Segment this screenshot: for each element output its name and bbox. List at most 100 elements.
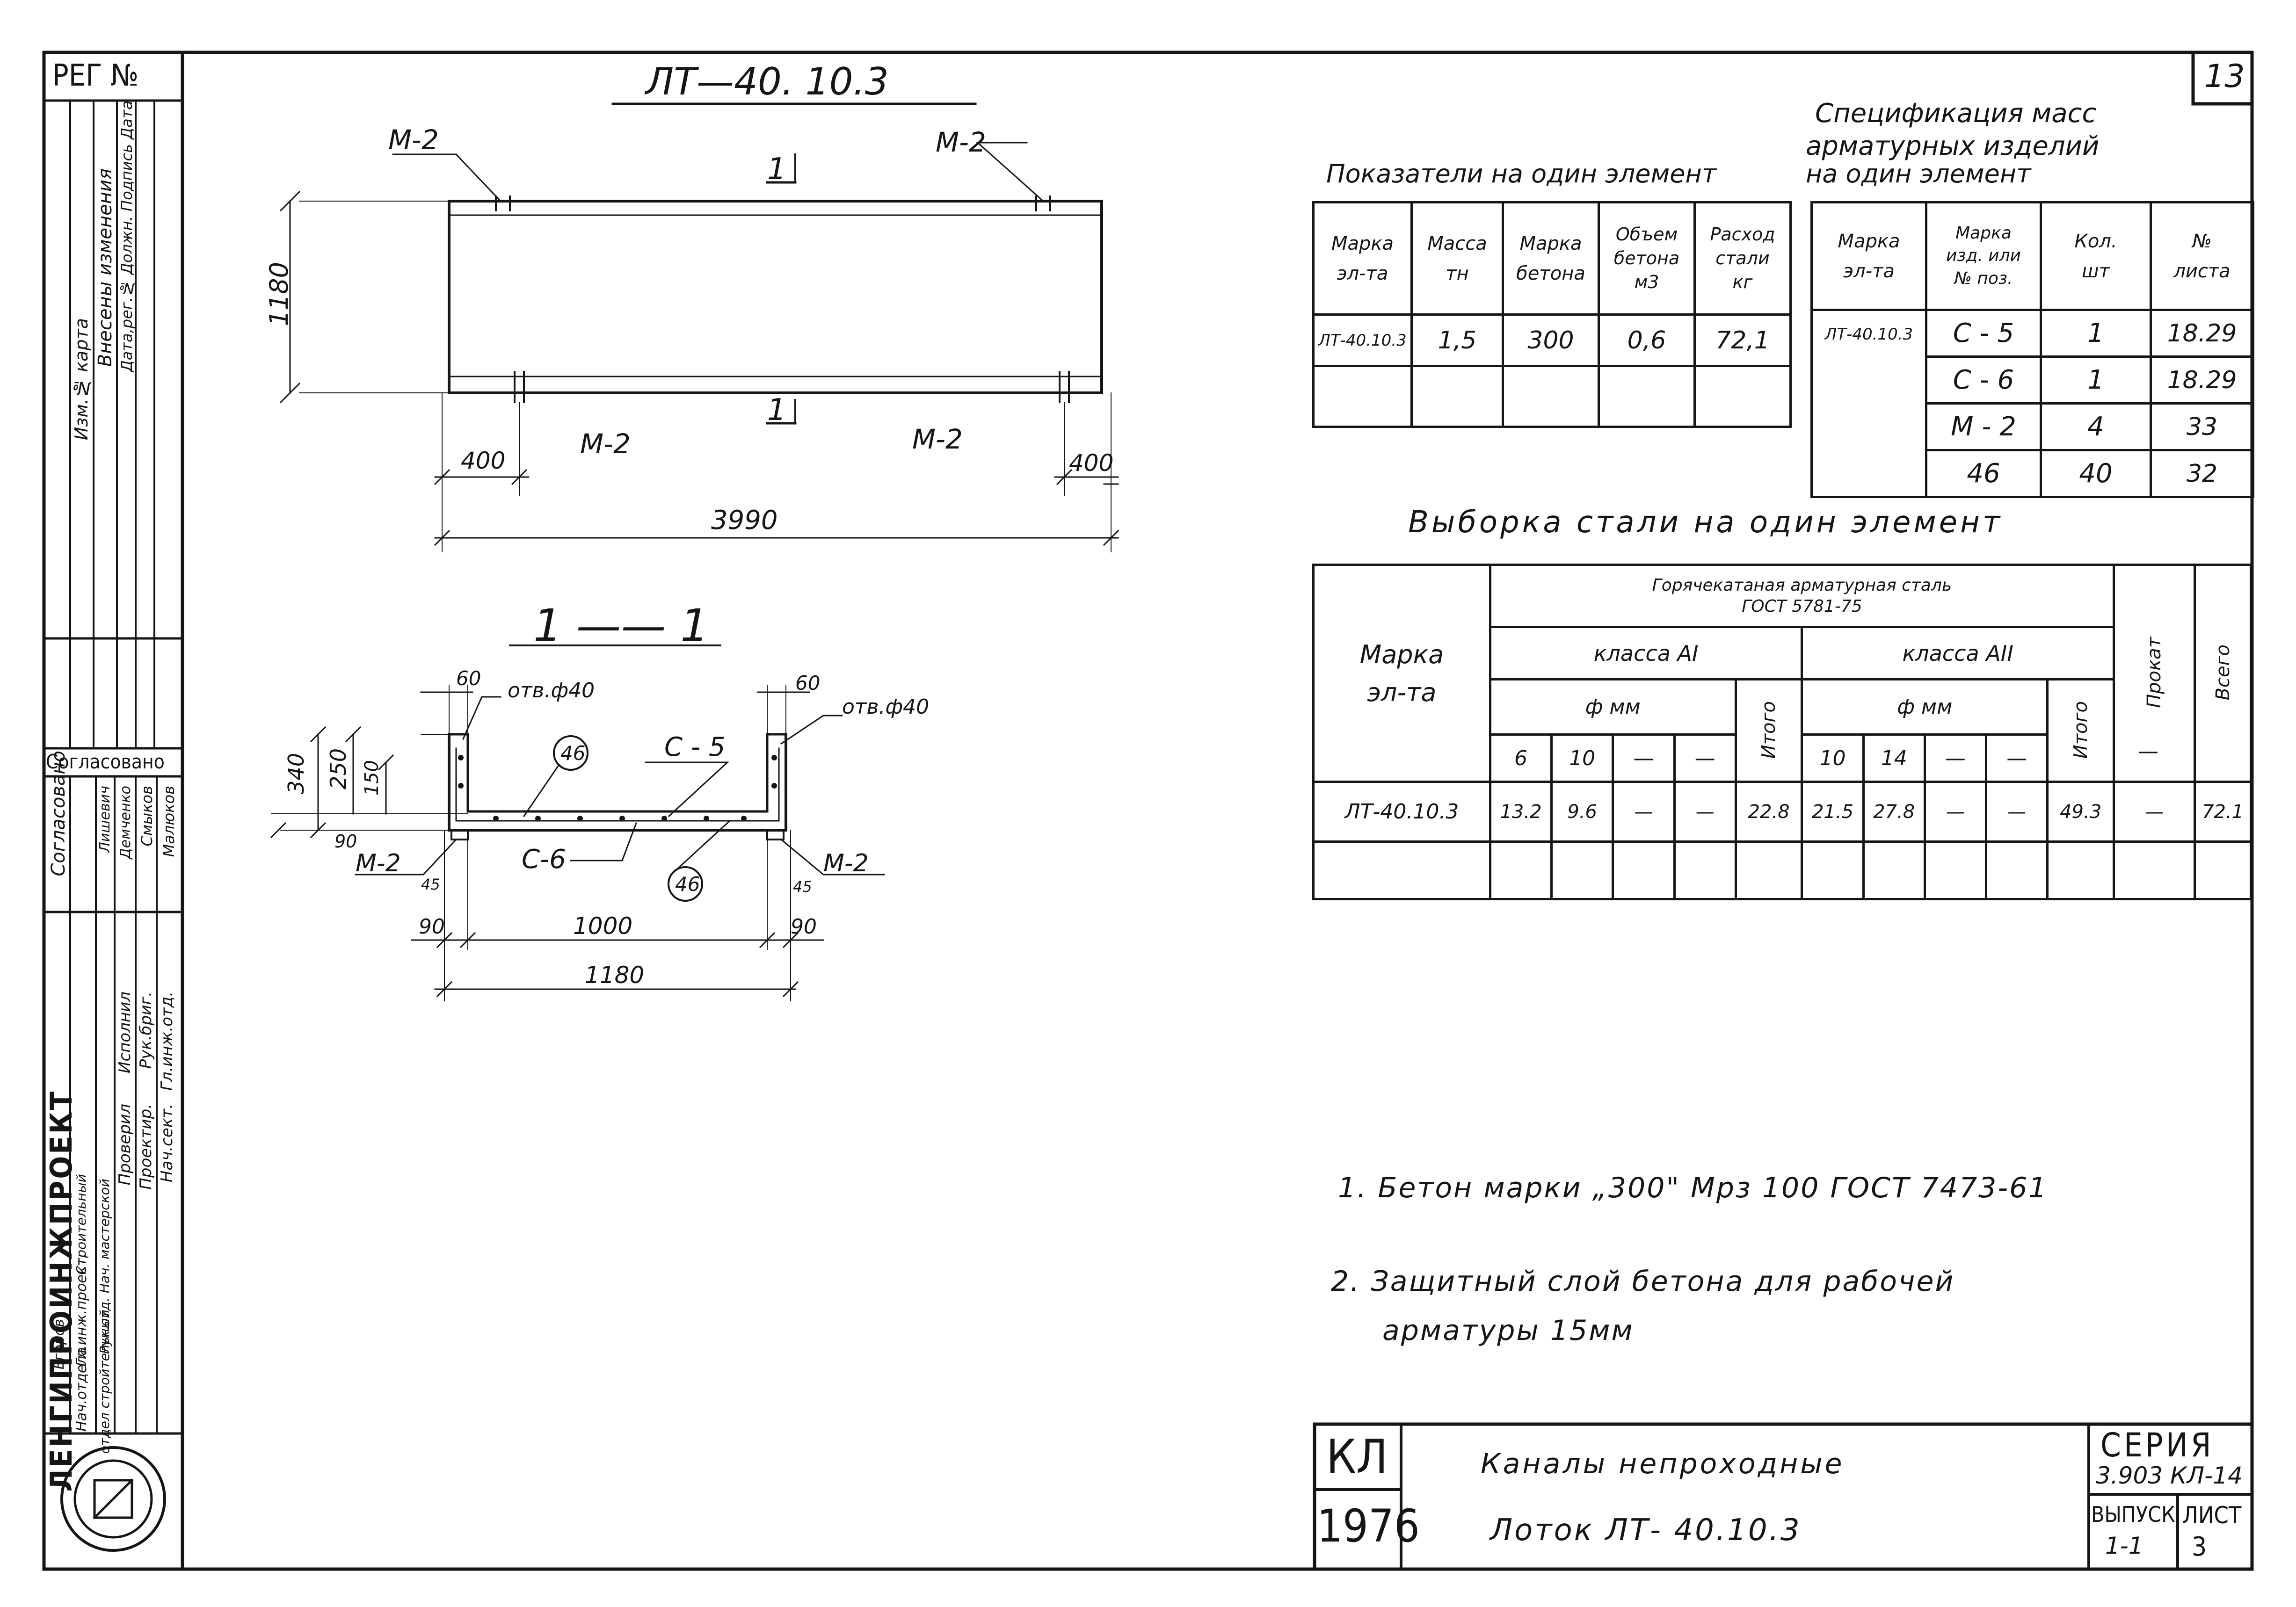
- sec-dim-1000: 1000: [573, 912, 633, 940]
- sel-row-c1b: 9.6: [1550, 781, 1614, 843]
- plan-dim-right: 400: [1069, 449, 1114, 477]
- sel-dia2-a: 10: [1801, 733, 1865, 783]
- note-1: 1. Бетон марки „300" Мрз 100 ГОСТ 7473-6…: [1338, 1172, 2048, 1204]
- plan-bottom-mark-left: М-2: [580, 428, 631, 460]
- plan-outline: [448, 200, 1103, 394]
- plan-dim-total: 3990: [711, 505, 778, 536]
- sel-row-c2d: —: [1985, 781, 2049, 843]
- tag-46-top: [553, 735, 589, 771]
- section-mark-top: 1: [767, 152, 786, 187]
- ind-cell-mark: ЛТ-40.10.3: [1312, 313, 1413, 367]
- sel-dia1-a: 6: [1489, 733, 1553, 783]
- name-5: Строительный: [73, 1174, 89, 1275]
- spec-row-3-qty: 4: [2040, 402, 2152, 451]
- changes-label-2: Внесены изменения: [94, 168, 116, 367]
- stamp-name-2: Лоток ЛТ- 40.10.3: [1490, 1513, 1802, 1548]
- name-3: Демченко: [117, 786, 134, 859]
- name-4: Лишевич: [97, 786, 113, 853]
- spec-row-3-sheet: 33: [2150, 402, 2254, 451]
- sheet-number: 13: [2204, 58, 2245, 95]
- sec-mark-m2-right: М-2: [823, 849, 869, 877]
- note-2a: 2. Защитный слой бетона для рабочей: [1331, 1265, 1955, 1298]
- sel-row-prokat: —: [2112, 781, 2196, 843]
- sel-head-itogo2: Итого: [2046, 678, 2115, 783]
- changes-label-1: Изм.№ карта: [71, 318, 92, 441]
- ind-cell-steel: 72,1: [1693, 313, 1792, 367]
- sec-dim-60-left: 60: [456, 667, 481, 690]
- sel-head-class2: класса АII: [1801, 626, 2115, 681]
- sec-dim-250: 250: [326, 748, 351, 789]
- sec-dim-60-right: 60: [795, 672, 821, 695]
- sec-tag-46-top: 46: [560, 742, 586, 765]
- sel-dia2-d: —: [1985, 733, 2049, 783]
- stamp-sheet-label: ЛИСТ: [2182, 1502, 2242, 1529]
- sel-dia1-d: —: [1673, 733, 1737, 783]
- stamp-series: 3.903 КЛ-14: [2096, 1462, 2243, 1489]
- sel-head-dia2: ф мм: [1801, 678, 2049, 736]
- spec-title-1: Спецификация масс: [1815, 98, 2097, 129]
- reg-number-label: РЕГ №: [52, 58, 139, 93]
- spec-cell-element: ЛТ-40.10.3: [1810, 309, 1927, 498]
- role-4: Проектир.: [137, 1104, 155, 1190]
- plan-title: ЛТ—40. 10.3: [646, 60, 889, 103]
- plan-mark-left: М-2: [388, 124, 439, 156]
- sec-hole-left: отв.ф40: [508, 679, 595, 702]
- spec-row-4-sheet: 32: [2150, 449, 2254, 498]
- name-6: Егоров: [51, 1319, 67, 1370]
- sel-head-dia1: ф мм: [1489, 678, 1737, 736]
- plan-bottom-mark-right: М-2: [912, 423, 963, 455]
- sel-prokat-dash: —: [2138, 739, 2158, 763]
- stamp-name-1: Каналы непроходные: [1481, 1448, 1845, 1480]
- sel-dia1-c: —: [1612, 733, 1676, 783]
- emblem-outer: [60, 1446, 166, 1552]
- sel-head-vsego: Всего: [2194, 563, 2252, 783]
- spec-row-4-qty: 40: [2040, 449, 2152, 498]
- sel-row-c2a: 21.5: [1801, 781, 1865, 843]
- plan-height-dim: 1180: [264, 262, 294, 326]
- sec-dim-90-left: 90: [419, 915, 445, 939]
- sec-dim-45-right: 45: [793, 878, 812, 896]
- sec-dim-150: 150: [361, 760, 383, 796]
- plan-mark-right: М-2: [936, 126, 986, 158]
- spec-row-1-item: С - 5: [1925, 309, 2042, 358]
- spec-head-qty: Кол.шт: [2040, 201, 2152, 311]
- spec-row-3-item: М - 2: [1925, 402, 2042, 451]
- org-name: ЛЕНГИПРОИНЖПРОЕКТ: [44, 1090, 79, 1492]
- plan-dim-left: 400: [461, 447, 506, 474]
- spec-row-2-qty: 1: [2040, 355, 2152, 405]
- sec-mark-c6: С-6: [522, 844, 566, 875]
- sec-dim-90-right: 90: [791, 915, 817, 939]
- stamp-code: КЛ: [1326, 1429, 1388, 1484]
- sel-row-c2c: —: [1923, 781, 1988, 843]
- sel-row-c2b: 27.8: [1862, 781, 1926, 843]
- sec-dim-340: 340: [283, 753, 309, 794]
- ind-cell-concrete: 300: [1502, 313, 1600, 367]
- stamp-year: 1976: [1317, 1500, 1420, 1552]
- spec-row-2-item: С - 6: [1925, 355, 2042, 405]
- role-3: Рук.бриг.: [137, 992, 155, 1069]
- sel-row-itogo1: 22.8: [1734, 781, 1803, 843]
- sel-head-itogo1: Итого: [1734, 678, 1803, 783]
- role-1: Гл.инж.отд.: [158, 992, 176, 1091]
- spec-title-2: арматурных изделий: [1806, 131, 2100, 161]
- sel-dia1-b: 10: [1550, 733, 1614, 783]
- sel-row-c1a: 13.2: [1489, 781, 1553, 843]
- sec-dim-1180: 1180: [585, 962, 645, 989]
- section-mark-bottom: 1: [767, 393, 786, 427]
- selection-title: Выборка стали на один элемент: [1408, 505, 2003, 540]
- changes-label-3: Дата,рег.№ Должн. Подпись Дата: [118, 101, 136, 372]
- sel-dia2-b: 14: [1862, 733, 1926, 783]
- spec-row-1-sheet: 18.29: [2150, 309, 2254, 358]
- role-2: Нач.сект.: [158, 1104, 176, 1183]
- sel-row-mark: ЛТ-40.10.3: [1312, 781, 1491, 843]
- section-title: 1 —— 1: [533, 600, 709, 652]
